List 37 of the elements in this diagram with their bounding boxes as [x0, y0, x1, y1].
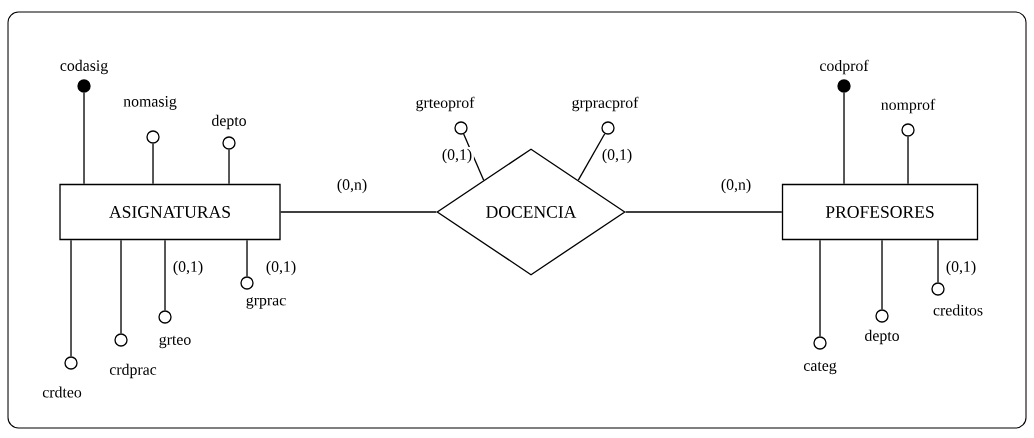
attribute-line: [152, 143, 154, 185]
attribute-name: grteoprof: [416, 96, 475, 112]
relationship-line: [625, 211, 783, 213]
relationship-line: [280, 211, 437, 213]
attribute-line: [164, 239, 166, 311]
attribute-line: [907, 136, 909, 185]
attribute-name: grprac: [246, 297, 286, 309]
attribute-name: depto: [212, 114, 246, 130]
attribute-line: [228, 149, 230, 185]
attribute-name: grteo: [159, 335, 191, 349]
entity-box: PROFESORES: [781, 183, 979, 241]
attribute-line: [246, 239, 248, 277]
attribute-name: grpracprof: [572, 96, 639, 112]
cardinality-label: (0,n): [335, 177, 369, 195]
entity-box: ASIGNATURAS: [59, 183, 281, 241]
attribute-line: [70, 239, 72, 357]
attribute-line: [843, 92, 845, 185]
attribute-name: creditos: [933, 304, 983, 316]
attribute-line: [83, 92, 85, 185]
cardinality-label: (0,1): [440, 147, 474, 165]
cardinality-label: (0,1): [171, 259, 205, 277]
attribute-name: crdteo: [42, 386, 82, 398]
attribute-name: codprof: [820, 59, 869, 75]
attribute-line: [819, 239, 821, 337]
attribute-name: depto: [865, 329, 899, 345]
cardinality-label: (0,1): [944, 259, 978, 277]
attribute-name: nomprof: [881, 98, 936, 114]
attribute-line: [577, 133, 606, 181]
cardinality-label: (0,1): [264, 259, 298, 277]
attribute-name: nomasig: [123, 96, 177, 110]
attribute-name: codasig: [60, 59, 108, 75]
attribute-line: [120, 239, 122, 334]
cardinality-label: (0,n): [719, 177, 753, 195]
attribute-name: categ: [803, 361, 837, 375]
attribute-line: [937, 239, 939, 283]
attribute-line: [881, 239, 883, 310]
attribute-name: crdprac: [109, 363, 157, 379]
